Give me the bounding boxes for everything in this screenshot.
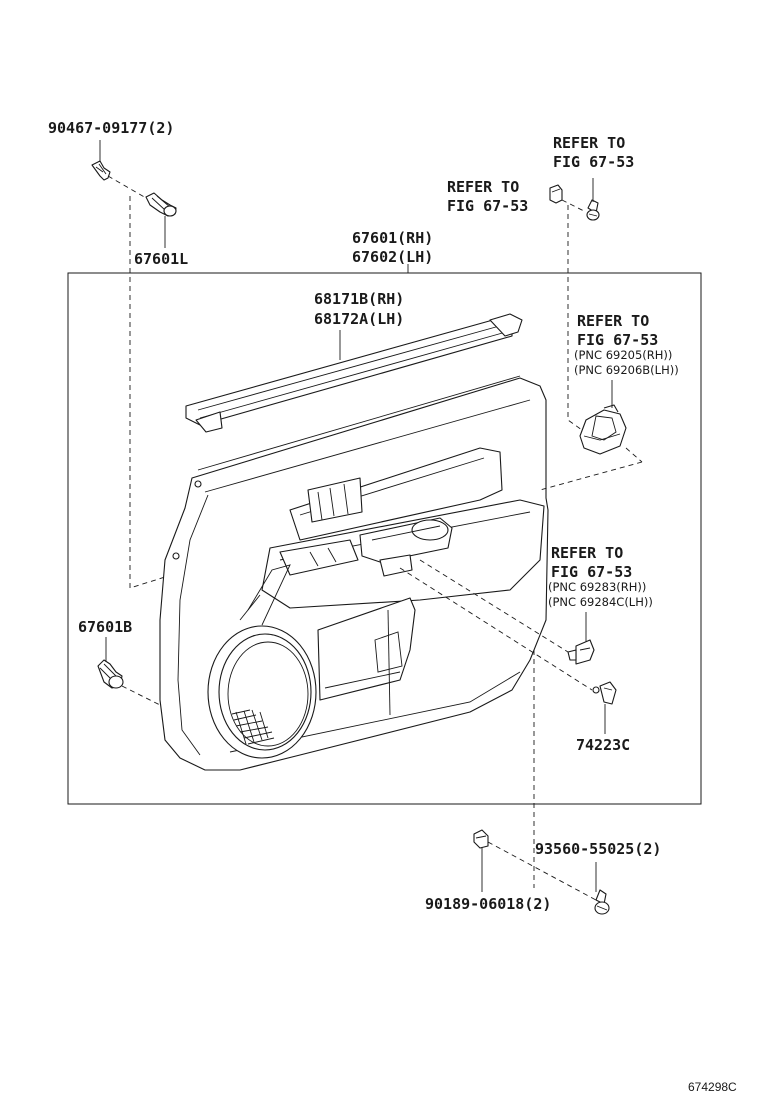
assembly-frame bbox=[67, 272, 702, 805]
clip-67601B[interactable] bbox=[97, 659, 124, 689]
label-68172A-lh: 68172A(LH) bbox=[314, 310, 404, 328]
label-refer-c-line1: REFER TO bbox=[577, 312, 649, 330]
label-90467-09177: 90467-09177(2) bbox=[48, 119, 174, 137]
switch-refer-d[interactable] bbox=[567, 639, 595, 665]
screw-refer-a[interactable] bbox=[586, 199, 600, 221]
label-67601B: 67601B bbox=[78, 618, 132, 636]
switch-refer-c[interactable] bbox=[579, 404, 627, 455]
label-refer-b-line2: FIG 67-53 bbox=[447, 197, 528, 215]
dash-90467-to-panel bbox=[107, 175, 147, 199]
dash-clip-to-screw bbox=[561, 199, 587, 213]
label-refer-c-line2: FIG 67-53 bbox=[577, 331, 658, 349]
dash-handle-to-74223C bbox=[399, 567, 593, 691]
weatherstrip-68171B[interactable] bbox=[185, 313, 523, 433]
screw-93560-55025[interactable] bbox=[594, 889, 610, 915]
dash-switch-to-panel bbox=[539, 461, 643, 491]
dash-switch-to-panel-b bbox=[625, 447, 643, 463]
label-refer-d-line1: REFER TO bbox=[551, 544, 623, 562]
dash-handle-to-switch-d bbox=[419, 559, 569, 653]
clip-90467-09177[interactable] bbox=[91, 160, 111, 181]
label-refer-d-pnc-rh: (PNC 69283(RH)) bbox=[548, 580, 646, 594]
dash-67601B-to-panel bbox=[121, 685, 163, 707]
dash-clip-to-switch bbox=[567, 205, 583, 431]
label-refer-a-line2: FIG 67-53 bbox=[553, 153, 634, 171]
dash-clip-vertical bbox=[129, 196, 201, 589]
label-93560-55025: 93560-55025(2) bbox=[535, 840, 661, 858]
label-refer-d-line2: FIG 67-53 bbox=[551, 563, 632, 581]
label-68171B-rh: 68171B(RH) bbox=[314, 290, 404, 308]
dash-nut-to-screw bbox=[487, 841, 597, 901]
cover-74223C[interactable] bbox=[592, 681, 617, 705]
label-74223C: 74223C bbox=[576, 736, 630, 754]
clip-refer-b[interactable] bbox=[549, 184, 563, 204]
label-refer-c-pnc-lh: (PNC 69206B(LH)) bbox=[574, 363, 679, 377]
door-trim-panel-67601[interactable] bbox=[159, 375, 549, 771]
label-refer-d-pnc-lh: (PNC 69284C(LH)) bbox=[548, 595, 653, 609]
clip-67601L[interactable] bbox=[145, 192, 177, 217]
nut-90189-06018[interactable] bbox=[473, 829, 489, 849]
label-67602-lh: 67602(LH) bbox=[352, 248, 433, 266]
diagram-id: 674298C bbox=[688, 1080, 737, 1094]
label-refer-b-line1: REFER TO bbox=[447, 178, 519, 196]
label-67601L: 67601L bbox=[134, 250, 188, 268]
label-refer-c-pnc-rh: (PNC 69205(RH)) bbox=[574, 348, 672, 362]
label-90189-06018: 90189-06018(2) bbox=[425, 895, 551, 913]
label-67601-rh: 67601(RH) bbox=[352, 229, 433, 247]
label-refer-a-line1: REFER TO bbox=[553, 134, 625, 152]
